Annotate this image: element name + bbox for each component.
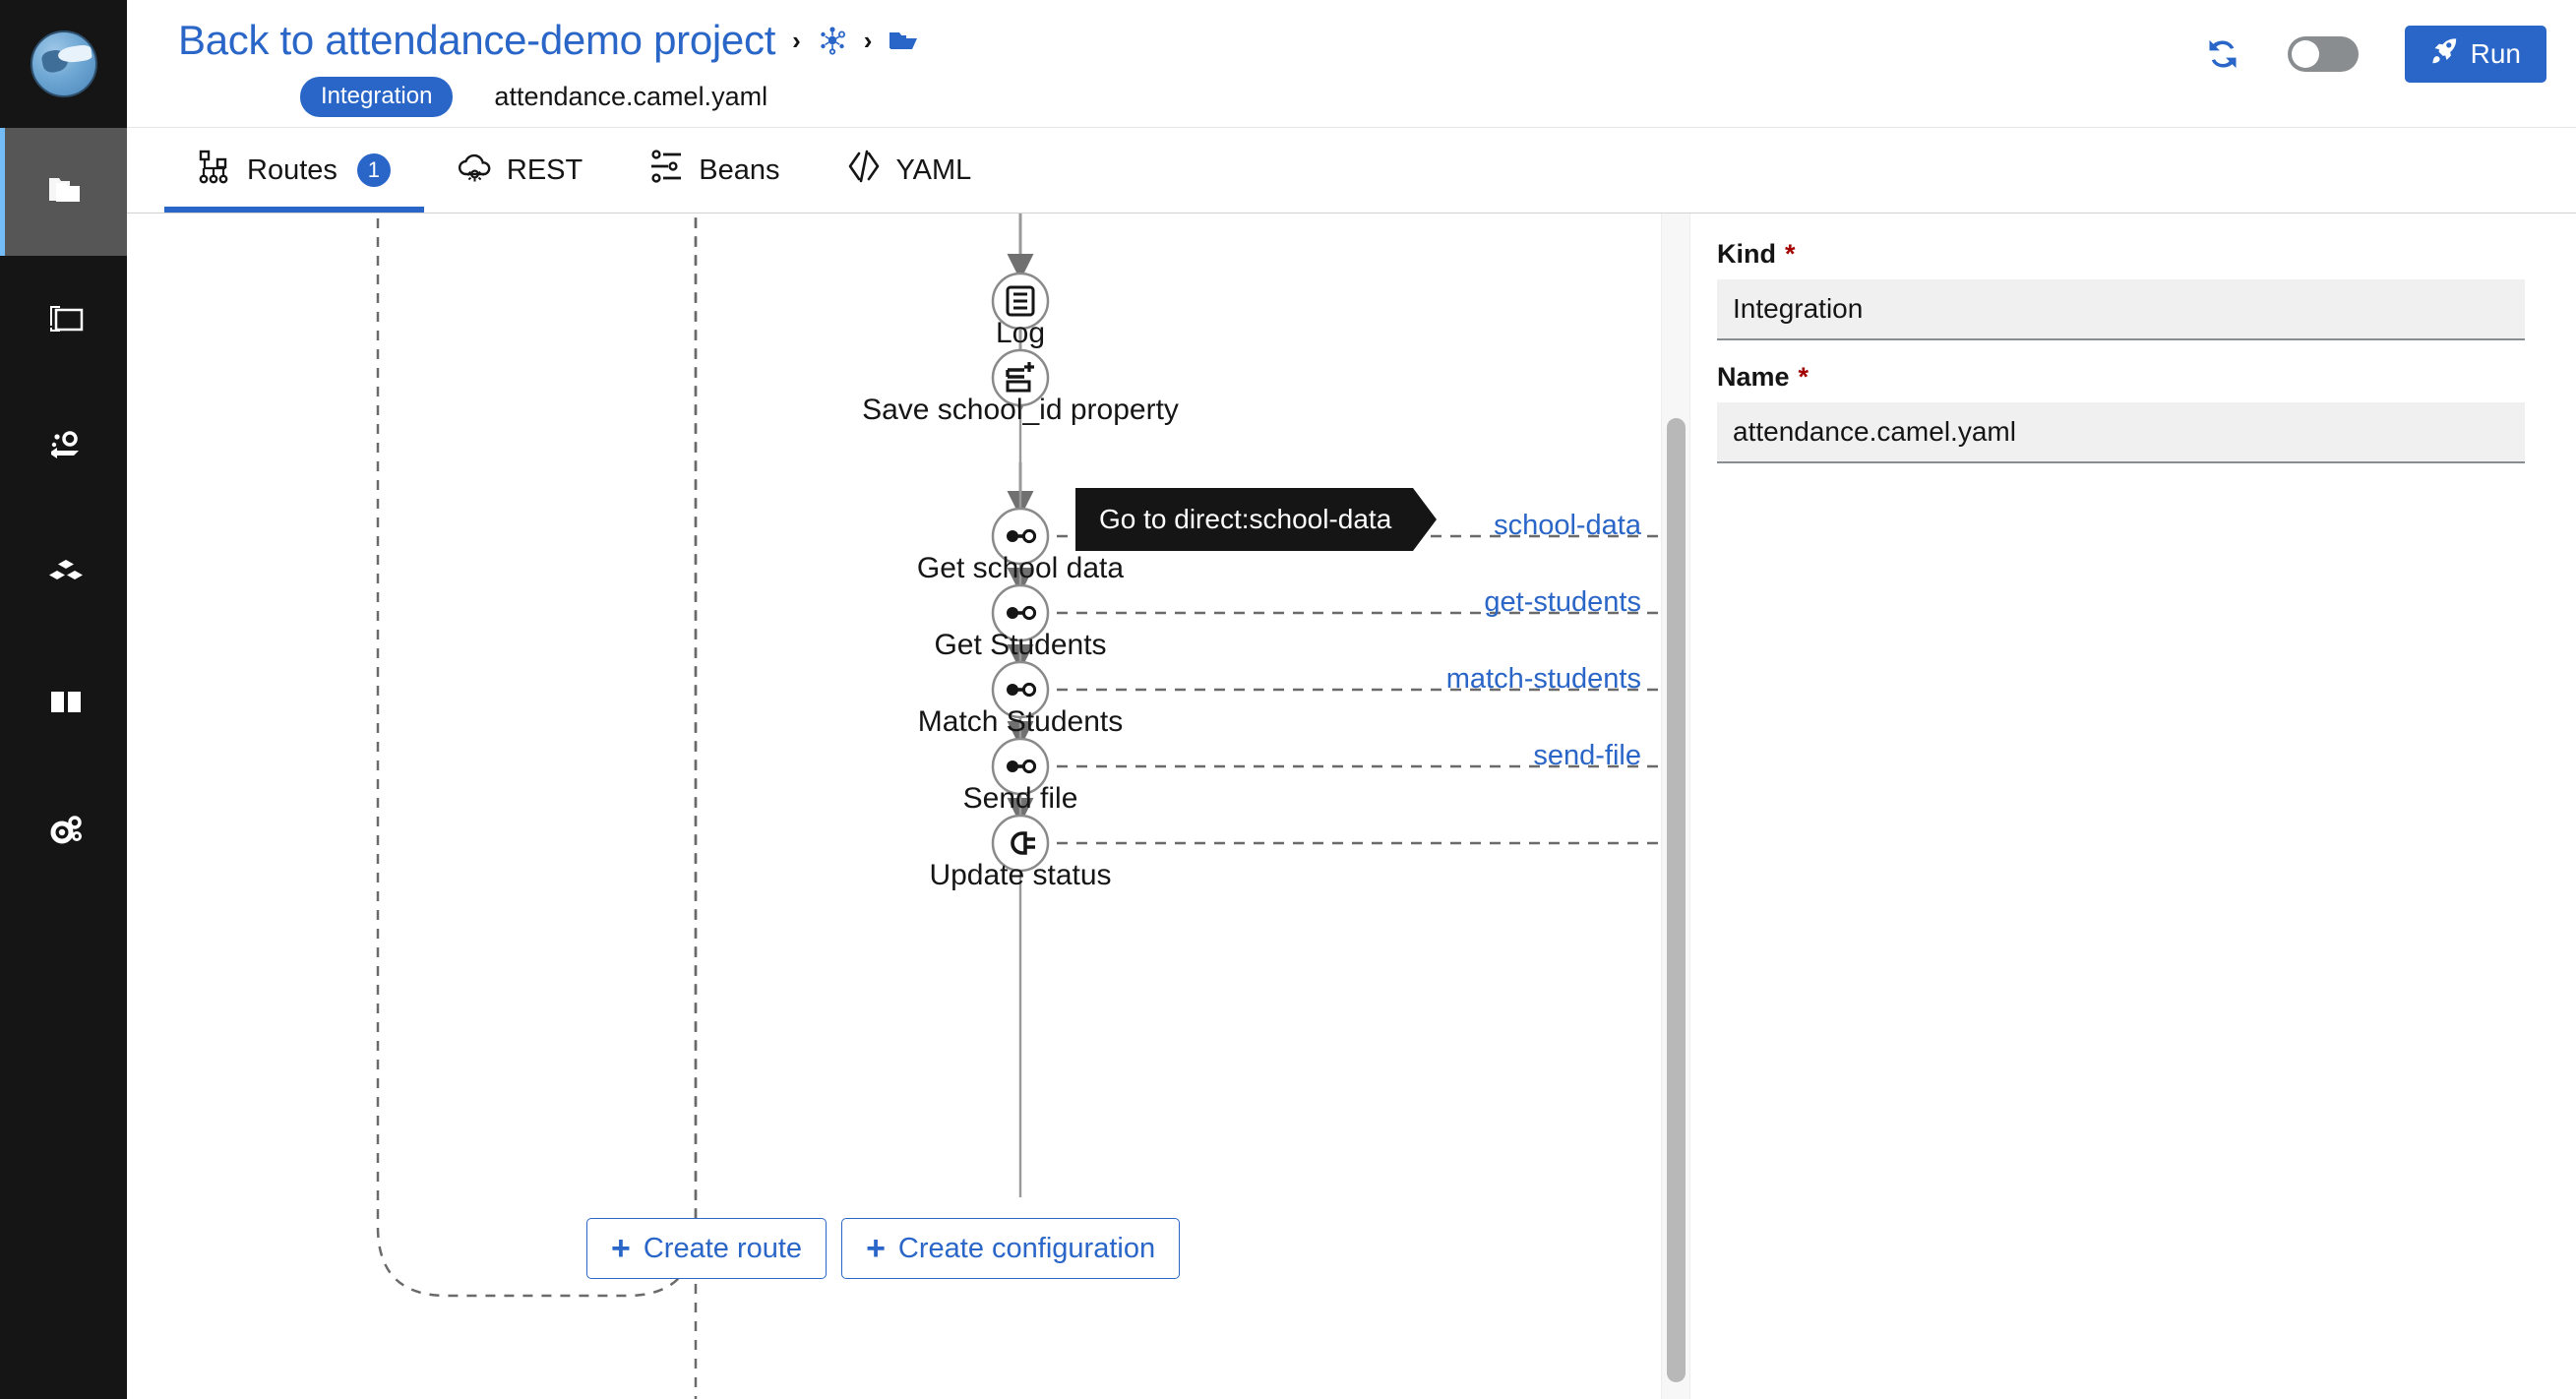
refresh-icon[interactable] [2204, 35, 2241, 73]
folders-icon [48, 172, 84, 213]
sidebar-item-projects[interactable] [0, 128, 127, 256]
app-logo[interactable] [0, 0, 127, 128]
create-route-label: Create route [643, 1232, 803, 1264]
breadcrumb-back-link[interactable]: Back to attendance-demo project [178, 17, 776, 63]
canvas-scrollbar-thumb[interactable] [1667, 418, 1686, 1382]
properties-panel: Kind * Name * [1691, 213, 2576, 1399]
kind-input[interactable] [1717, 279, 2525, 340]
tab-rest-label: REST [506, 153, 583, 186]
svg-text:Log: Log [996, 317, 1045, 349]
svg-text:Get school data: Get school data [917, 552, 1124, 584]
breadcrumb-separator-1: › [792, 25, 801, 55]
svg-text:send-file: send-file [1533, 740, 1641, 771]
tab-beans-label: Beans [699, 153, 780, 186]
book-icon [48, 684, 84, 724]
field-name: Name * [1717, 362, 2525, 463]
folder-open-icon[interactable] [889, 26, 918, 55]
canvas-actions: + Create route + Create configuration [586, 1218, 1181, 1279]
run-button[interactable]: Run [2404, 26, 2546, 83]
target-school-data: school-data [1494, 510, 1642, 541]
target-match-students: match-students [1446, 663, 1641, 695]
route-canvas[interactable]: SEDA Log [127, 213, 1661, 1399]
name-input[interactable] [1717, 402, 2525, 463]
plus-icon: + [611, 1230, 631, 1267]
sidebar-item-services[interactable] [0, 384, 127, 512]
beans-list-icon [649, 149, 685, 192]
left-sidebar [0, 0, 127, 1399]
tab-yaml[interactable]: YAML [813, 128, 1005, 213]
target-get-students: get-students [1484, 586, 1641, 618]
svg-text:school-data: school-data [1494, 510, 1642, 541]
svg-text:Match Students: Match Students [918, 705, 1123, 738]
direct-icon [1007, 605, 1037, 621]
node-send-file: Send file [963, 737, 1078, 815]
rocket-icon [2430, 36, 2459, 72]
tab-rest[interactable]: REST [424, 128, 616, 213]
target-send-file: send-file [1533, 740, 1641, 771]
routes-icon [198, 149, 233, 192]
breadcrumb: Back to attendance-demo project › › [178, 17, 918, 64]
node-get-school-data: Get school data [917, 507, 1124, 584]
create-configuration-button[interactable]: + Create configuration [841, 1218, 1181, 1279]
editor-tabs: Routes 1 REST Beans [127, 128, 2576, 213]
svg-text:Update status: Update status [929, 859, 1111, 891]
karavan-camel-logo-icon [30, 30, 97, 97]
field-kind: Kind * [1717, 239, 2525, 340]
kind-badge: Integration [300, 77, 454, 117]
sidebar-item-containers[interactable] [0, 256, 127, 384]
field-name-label-row: Name * [1717, 362, 2525, 393]
log-icon [1006, 285, 1035, 317]
direct-icon [1007, 759, 1037, 774]
direct-icon [1007, 682, 1037, 698]
node-save-property: Save school_id property [862, 348, 1179, 426]
set-property-icon [1006, 362, 1034, 393]
sidebar-item-configuration[interactable] [0, 767, 127, 895]
sidebar-item-knowledgebase[interactable] [0, 639, 127, 767]
rest-cloud-icon [458, 149, 493, 192]
tab-routes-label: Routes [247, 153, 337, 186]
node-log: Log [991, 272, 1050, 349]
svg-text:Get Students: Get Students [934, 629, 1106, 661]
create-configuration-label: Create configuration [897, 1232, 1156, 1264]
dev-mode-toggle[interactable] [2287, 36, 2359, 72]
tab-beans[interactable]: Beans [616, 128, 813, 213]
file-name-label: attendance.camel.yaml [494, 81, 768, 111]
plus-icon: + [866, 1230, 886, 1267]
top-header: Back to attendance-demo project › › [127, 0, 2576, 128]
run-button-label: Run [2470, 38, 2521, 69]
tab-routes[interactable]: Routes 1 [164, 128, 424, 213]
create-route-button[interactable]: + Create route [586, 1218, 828, 1279]
node-get-students: Get Students [934, 583, 1107, 661]
field-name-label: Name [1717, 362, 1790, 392]
header-actions: Run [2204, 26, 2546, 83]
route-diagram: SEDA Log [376, 213, 1661, 1399]
svg-text:Save school_id property: Save school_id property [862, 394, 1179, 426]
svg-text:Send file: Send file [963, 782, 1078, 815]
required-asterisk: * [1785, 239, 1796, 269]
svg-text:get-students: get-students [1484, 586, 1641, 618]
required-asterisk: * [1798, 362, 1809, 392]
direct-icon [1007, 528, 1037, 544]
node-match-students: Match Students [918, 660, 1123, 738]
gears-arrow-icon [48, 428, 84, 468]
route-boundary [376, 213, 698, 1298]
sidebar-item-components[interactable] [0, 512, 127, 639]
cogs-icon [48, 812, 84, 852]
svg-text:match-students: match-students [1446, 663, 1641, 695]
window-icon [48, 300, 84, 340]
field-kind-label-row: Kind * [1717, 239, 2525, 270]
tab-yaml-label: YAML [895, 153, 972, 186]
plug-icon [1011, 831, 1035, 855]
cubes-icon [48, 556, 84, 596]
code-icon [846, 149, 882, 192]
field-kind-label: Kind [1717, 239, 1776, 269]
topology-icon[interactable] [818, 26, 847, 55]
tab-routes-count: 1 [356, 153, 391, 187]
breadcrumb-separator-2: › [863, 25, 873, 55]
node-update-status: Update status [929, 814, 1112, 891]
file-subline: Integration attendance.camel.yaml [300, 77, 767, 117]
